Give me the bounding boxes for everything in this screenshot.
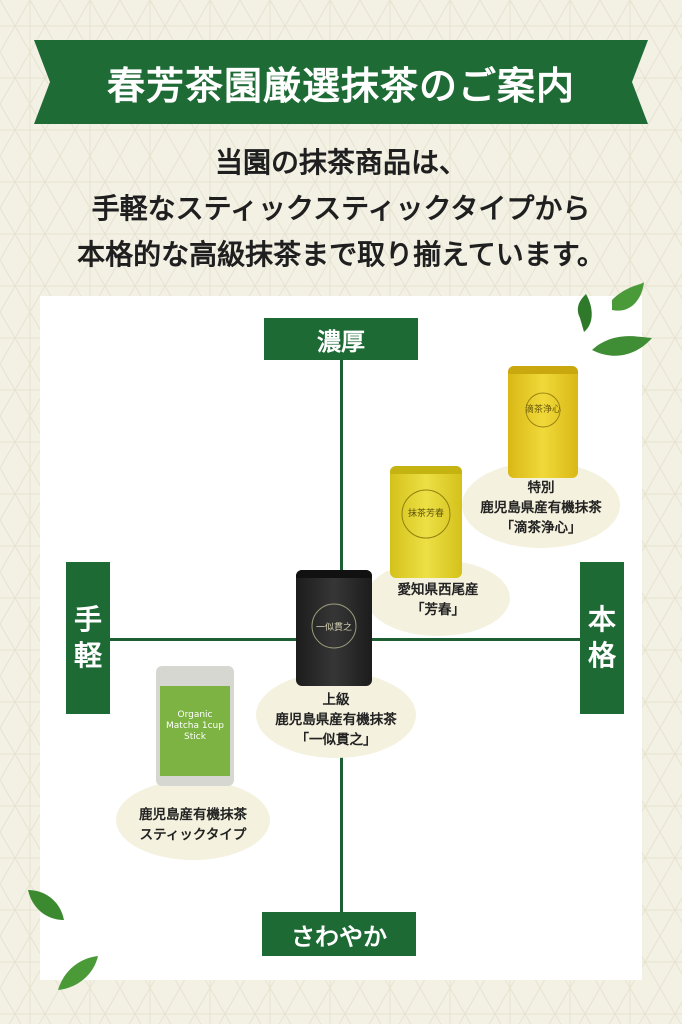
product-package-stick: Organic Matcha 1cup Stick <box>156 666 234 786</box>
package-text-stick: Organic Matcha 1cup Stick <box>166 710 224 742</box>
intro-text: 当園の抹茶商品は、 手軽なスティックスティックタイプから 本格的な高級抹茶まで取… <box>0 140 682 278</box>
package-text-hoshun: 抹茶芳春 <box>407 509 445 519</box>
leaf-left-icon <box>28 890 64 920</box>
axis-label-right-1: 本 <box>587 603 616 636</box>
package-text-ichijikanshi: 一似貫之 <box>315 623 353 633</box>
product-1-line-2: 鹿児島県産有機抹茶 <box>480 500 602 516</box>
intro-line-1: 当園の抹茶商品は、 <box>214 146 467 179</box>
product-label-tekicha: 特別 鹿児島県産有機抹茶 「滴茶浄心」 <box>462 462 620 548</box>
product-3-line-3: 「一似貫之」 <box>295 732 377 748</box>
product-package-hoshun: 抹茶芳春 <box>390 466 462 578</box>
product-4-line-2: スティックタイプ <box>139 827 247 843</box>
axis-label-left-2: 軽 <box>73 639 102 672</box>
product-label-stick: 鹿児島産有機抹茶 スティックタイプ <box>116 780 270 860</box>
axis-label-top: 濃厚 <box>264 318 418 360</box>
leaf-bottom-left-icon <box>58 956 98 990</box>
axis-label-right-2: 格 <box>587 639 616 672</box>
axis-label-right: 本 格 <box>580 562 624 714</box>
product-1-line-3: 「滴茶浄心」 <box>500 520 582 536</box>
product-3-line-1: 上級 <box>322 692 350 708</box>
axis-label-bottom: さわやか <box>262 912 416 956</box>
product-package-ichijikanshi: 一似貫之 <box>296 570 372 686</box>
product-package-tekicha: 滴茶浄心 <box>508 366 578 478</box>
intro-line-3: 本格的な高級抹茶まで取り揃えています。 <box>77 238 605 271</box>
product-3-line-2: 鹿児島県産有機抹茶 <box>275 712 397 728</box>
axis-label-left: 手 軽 <box>66 562 110 714</box>
axis-label-left-1: 手 <box>73 603 102 636</box>
product-2-line-1: 愛知県西尾産 <box>397 582 479 598</box>
product-1-line-1: 特別 <box>527 480 555 496</box>
leaf-top-right-icon <box>577 282 652 356</box>
product-label-ichijikanshi: 上級 鹿児島県産有機抹茶 「一似貫之」 <box>256 672 416 758</box>
package-text-tekicha: 滴茶浄心 <box>524 405 562 415</box>
intro-line-2: 手軽なスティックスティックタイプから <box>91 192 591 225</box>
title-banner <box>34 40 648 124</box>
product-4-line-1: 鹿児島産有機抹茶 <box>139 807 247 823</box>
product-2-line-2: 「芳春」 <box>411 602 465 618</box>
page-title: 春芳茶園厳選抹茶のご案内 <box>106 62 575 108</box>
